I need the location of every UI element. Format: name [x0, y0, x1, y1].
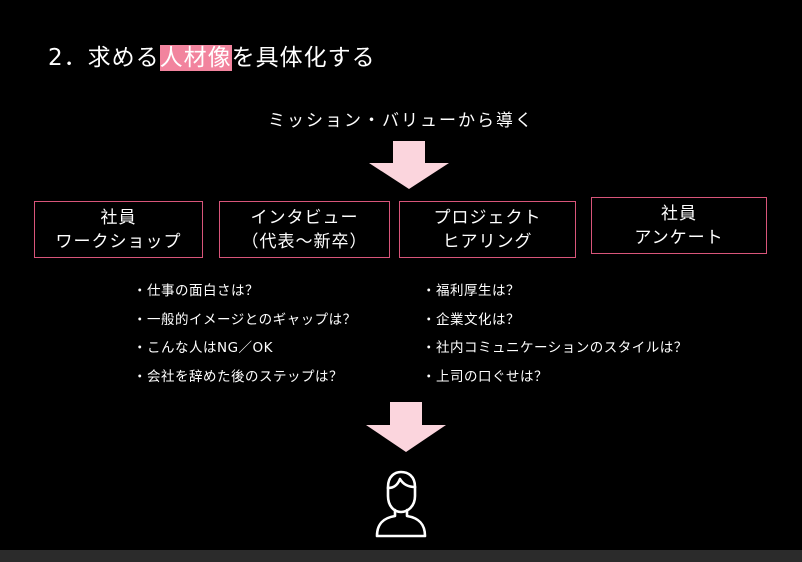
down-arrow-icon — [366, 402, 446, 452]
box-line: ワークショップ — [55, 231, 182, 252]
down-arrow-icon — [369, 141, 449, 189]
question-list-right: ・福利厚生は？ ・企業文化は？ ・社内コミュニケーションのスタイルは？ ・上司の… — [422, 277, 688, 391]
box-line: インタビュー — [250, 207, 359, 228]
title-suffix: を具体化する — [231, 45, 376, 71]
subtitle: ミッション・バリューから導く — [268, 111, 534, 131]
question-list-left: ・仕事の面白さは？ ・一般的イメージとのギャップは？ ・こんな人はNG／OK ・… — [133, 277, 357, 391]
bottom-bar — [0, 550, 802, 562]
question-item: ・福利厚生は？ — [422, 283, 520, 299]
method-box-survey: 社員 アンケート — [591, 197, 767, 254]
question-item: ・会社を辞めた後のステップは？ — [133, 368, 343, 385]
box-line: ヒアリング — [442, 231, 533, 252]
method-box-interview: インタビュー （代表〜新卒） — [219, 201, 390, 258]
title-highlight: 人材像 — [159, 45, 232, 71]
box-line: 社員 — [661, 203, 697, 224]
box-line: プロジェクト — [433, 207, 542, 228]
title-prefix: 2．求める — [48, 45, 160, 71]
question-item: ・一般的イメージとのギャップは？ — [133, 311, 357, 328]
question-item: ・上司の口ぐせは？ — [422, 368, 548, 385]
box-line: （代表〜新卒） — [241, 231, 368, 252]
question-item: ・社内コミュニケーションのスタイルは？ — [422, 340, 688, 356]
box-line: アンケート — [634, 227, 724, 248]
person-icon — [375, 470, 427, 538]
method-box-workshop: 社員 ワークショップ — [34, 201, 203, 258]
question-item: ・仕事の面白さは？ — [133, 283, 259, 299]
question-item: ・こんな人はNG／OK — [133, 340, 274, 356]
slide: 2．求める人材像を具体化する ミッション・バリューから導く 社員 ワークショップ… — [34, 38, 767, 538]
slide-title: 2．求める人材像を具体化する — [48, 38, 376, 72]
question-item: ・企業文化は？ — [422, 311, 520, 328]
box-line: 社員 — [100, 207, 137, 228]
method-box-project-hearing: プロジェクト ヒアリング — [399, 201, 576, 258]
